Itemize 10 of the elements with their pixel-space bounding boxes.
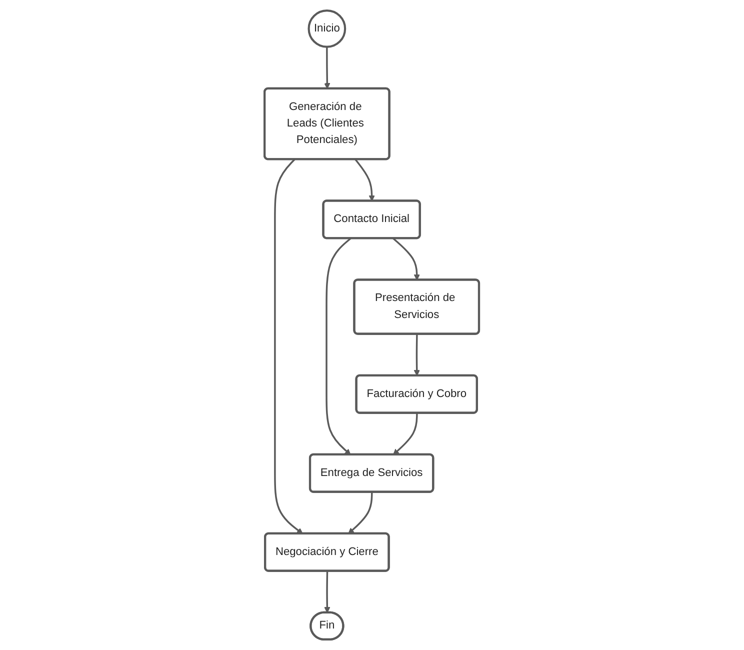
node-circle: Inicio: [308, 10, 346, 48]
arrow: [348, 492, 373, 534]
arrow: [324, 46, 330, 90]
arrow: [414, 334, 420, 376]
arrow: [392, 238, 420, 280]
arrow: [324, 571, 330, 614]
arrow: [274, 158, 304, 534]
arrow: [354, 158, 376, 202]
arrow: [393, 413, 418, 455]
arrow: [326, 238, 352, 455]
